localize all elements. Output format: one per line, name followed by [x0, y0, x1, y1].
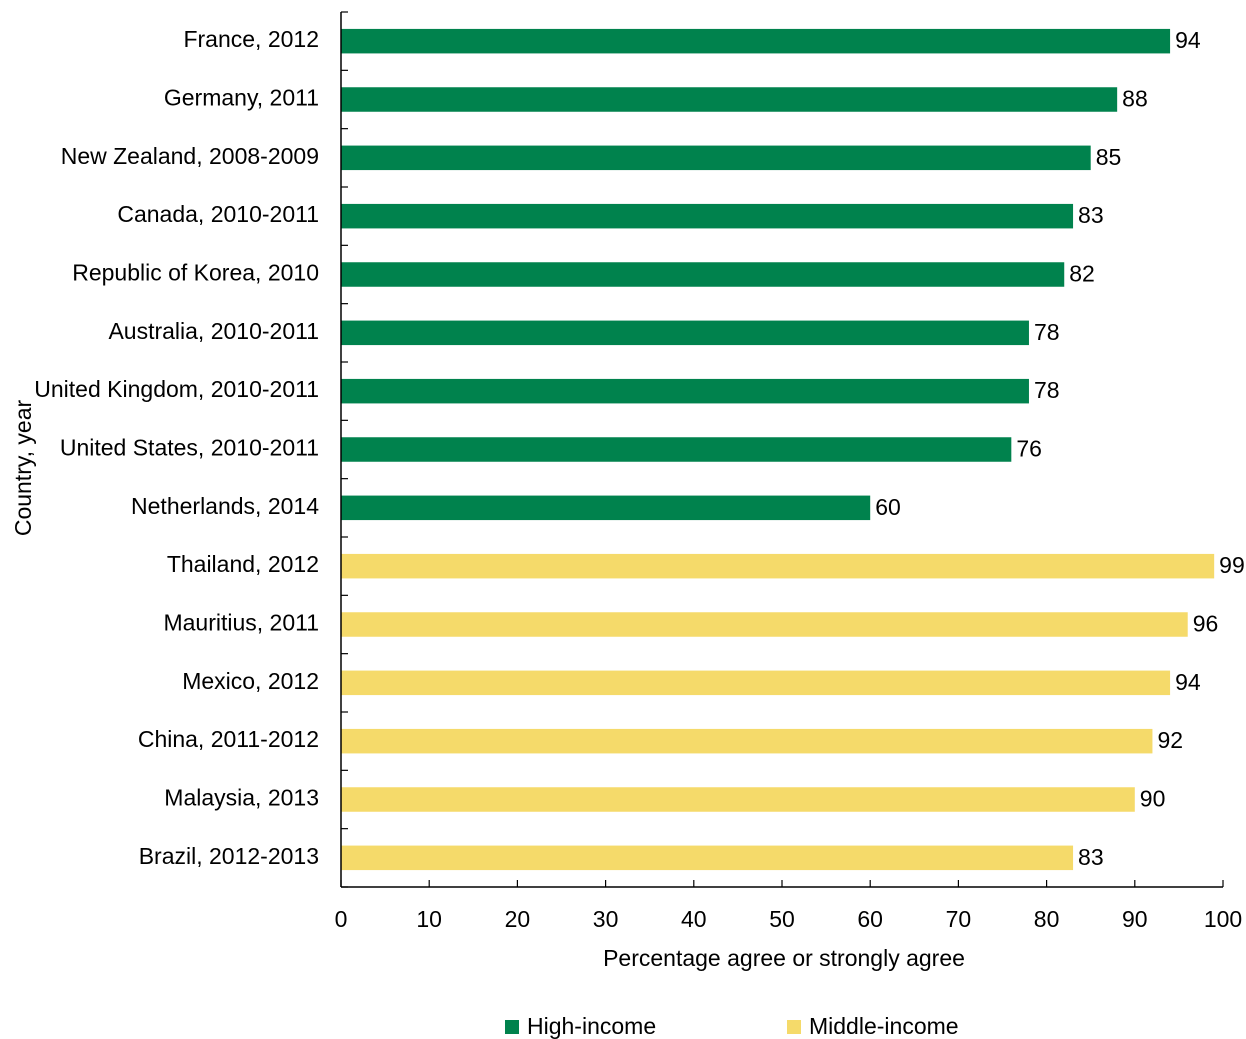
value-label: 83 — [1078, 844, 1104, 870]
x-axis-title: Percentage agree or strongly agree — [603, 945, 965, 971]
legend-swatch — [505, 1020, 519, 1034]
category-label: Republic of Korea, 2010 — [72, 260, 319, 286]
category-label: Mauritius, 2011 — [163, 610, 319, 636]
category-label: Mexico, 2012 — [182, 668, 319, 694]
category-label: New Zealand, 2008-2009 — [61, 143, 319, 169]
category-label: United Kingdom, 2010-2011 — [34, 376, 319, 402]
bar — [341, 728, 1153, 754]
category-label: China, 2011-2012 — [138, 726, 319, 752]
category-label: Brazil, 2012-2013 — [139, 843, 319, 869]
x-tick-label: 70 — [946, 906, 972, 932]
x-tick-label: 50 — [769, 906, 795, 932]
category-label: Thailand, 2012 — [167, 551, 319, 577]
bar — [341, 787, 1135, 812]
value-label: 90 — [1140, 786, 1166, 812]
x-tick-label: 10 — [416, 906, 442, 932]
value-label: 83 — [1078, 202, 1104, 228]
bar — [341, 553, 1215, 579]
y-axis-title: Country, year — [10, 399, 36, 536]
category-label: Netherlands, 2014 — [131, 493, 319, 519]
category-label: Germany, 2011 — [164, 85, 319, 111]
x-tick-label: 30 — [593, 906, 619, 932]
bar — [341, 612, 1188, 637]
x-tick-label: 20 — [505, 906, 531, 932]
bar — [341, 320, 1029, 346]
value-label: 92 — [1157, 727, 1183, 753]
value-label: 94 — [1175, 27, 1201, 53]
x-ticks: 0 10 20 30 40 50 60 70 80 90 100 — [335, 880, 1242, 932]
x-tick-label: 100 — [1204, 906, 1242, 932]
legend-label: Middle-income — [809, 1013, 959, 1039]
bar — [341, 28, 1171, 54]
bar — [341, 437, 1012, 462]
value-label: 82 — [1069, 261, 1095, 287]
x-tick-label: 90 — [1122, 906, 1148, 932]
value-label: 60 — [875, 494, 901, 520]
legend-label: High-income — [527, 1013, 656, 1039]
x-tick-label: 80 — [1034, 906, 1060, 932]
legend-swatch — [787, 1020, 801, 1034]
x-tick-label: 60 — [857, 906, 883, 932]
x-tick-label: 40 — [681, 906, 707, 932]
bar — [341, 670, 1171, 696]
category-label: France, 2012 — [183, 26, 319, 52]
value-label: 99 — [1219, 552, 1245, 578]
bar — [341, 378, 1029, 404]
category-label: United States, 2010-2011 — [60, 435, 319, 461]
bar — [341, 495, 871, 521]
x-tick-label: 0 — [335, 906, 348, 932]
bar — [341, 845, 1074, 871]
category-label: Australia, 2010-2011 — [108, 318, 319, 344]
bar — [341, 203, 1074, 229]
category-label: Canada, 2010-2011 — [117, 201, 319, 227]
bar — [341, 145, 1091, 171]
value-label: 88 — [1122, 86, 1148, 112]
category-label: Malaysia, 2013 — [164, 785, 319, 811]
value-label: 94 — [1175, 669, 1201, 695]
bar — [341, 262, 1065, 287]
value-label: 78 — [1034, 319, 1060, 345]
value-label: 96 — [1193, 611, 1219, 637]
value-label: 85 — [1096, 144, 1122, 170]
legend: High-income Middle-income — [505, 1013, 959, 1039]
value-label: 76 — [1016, 436, 1042, 462]
value-label: 78 — [1034, 377, 1060, 403]
bar — [341, 87, 1118, 112]
